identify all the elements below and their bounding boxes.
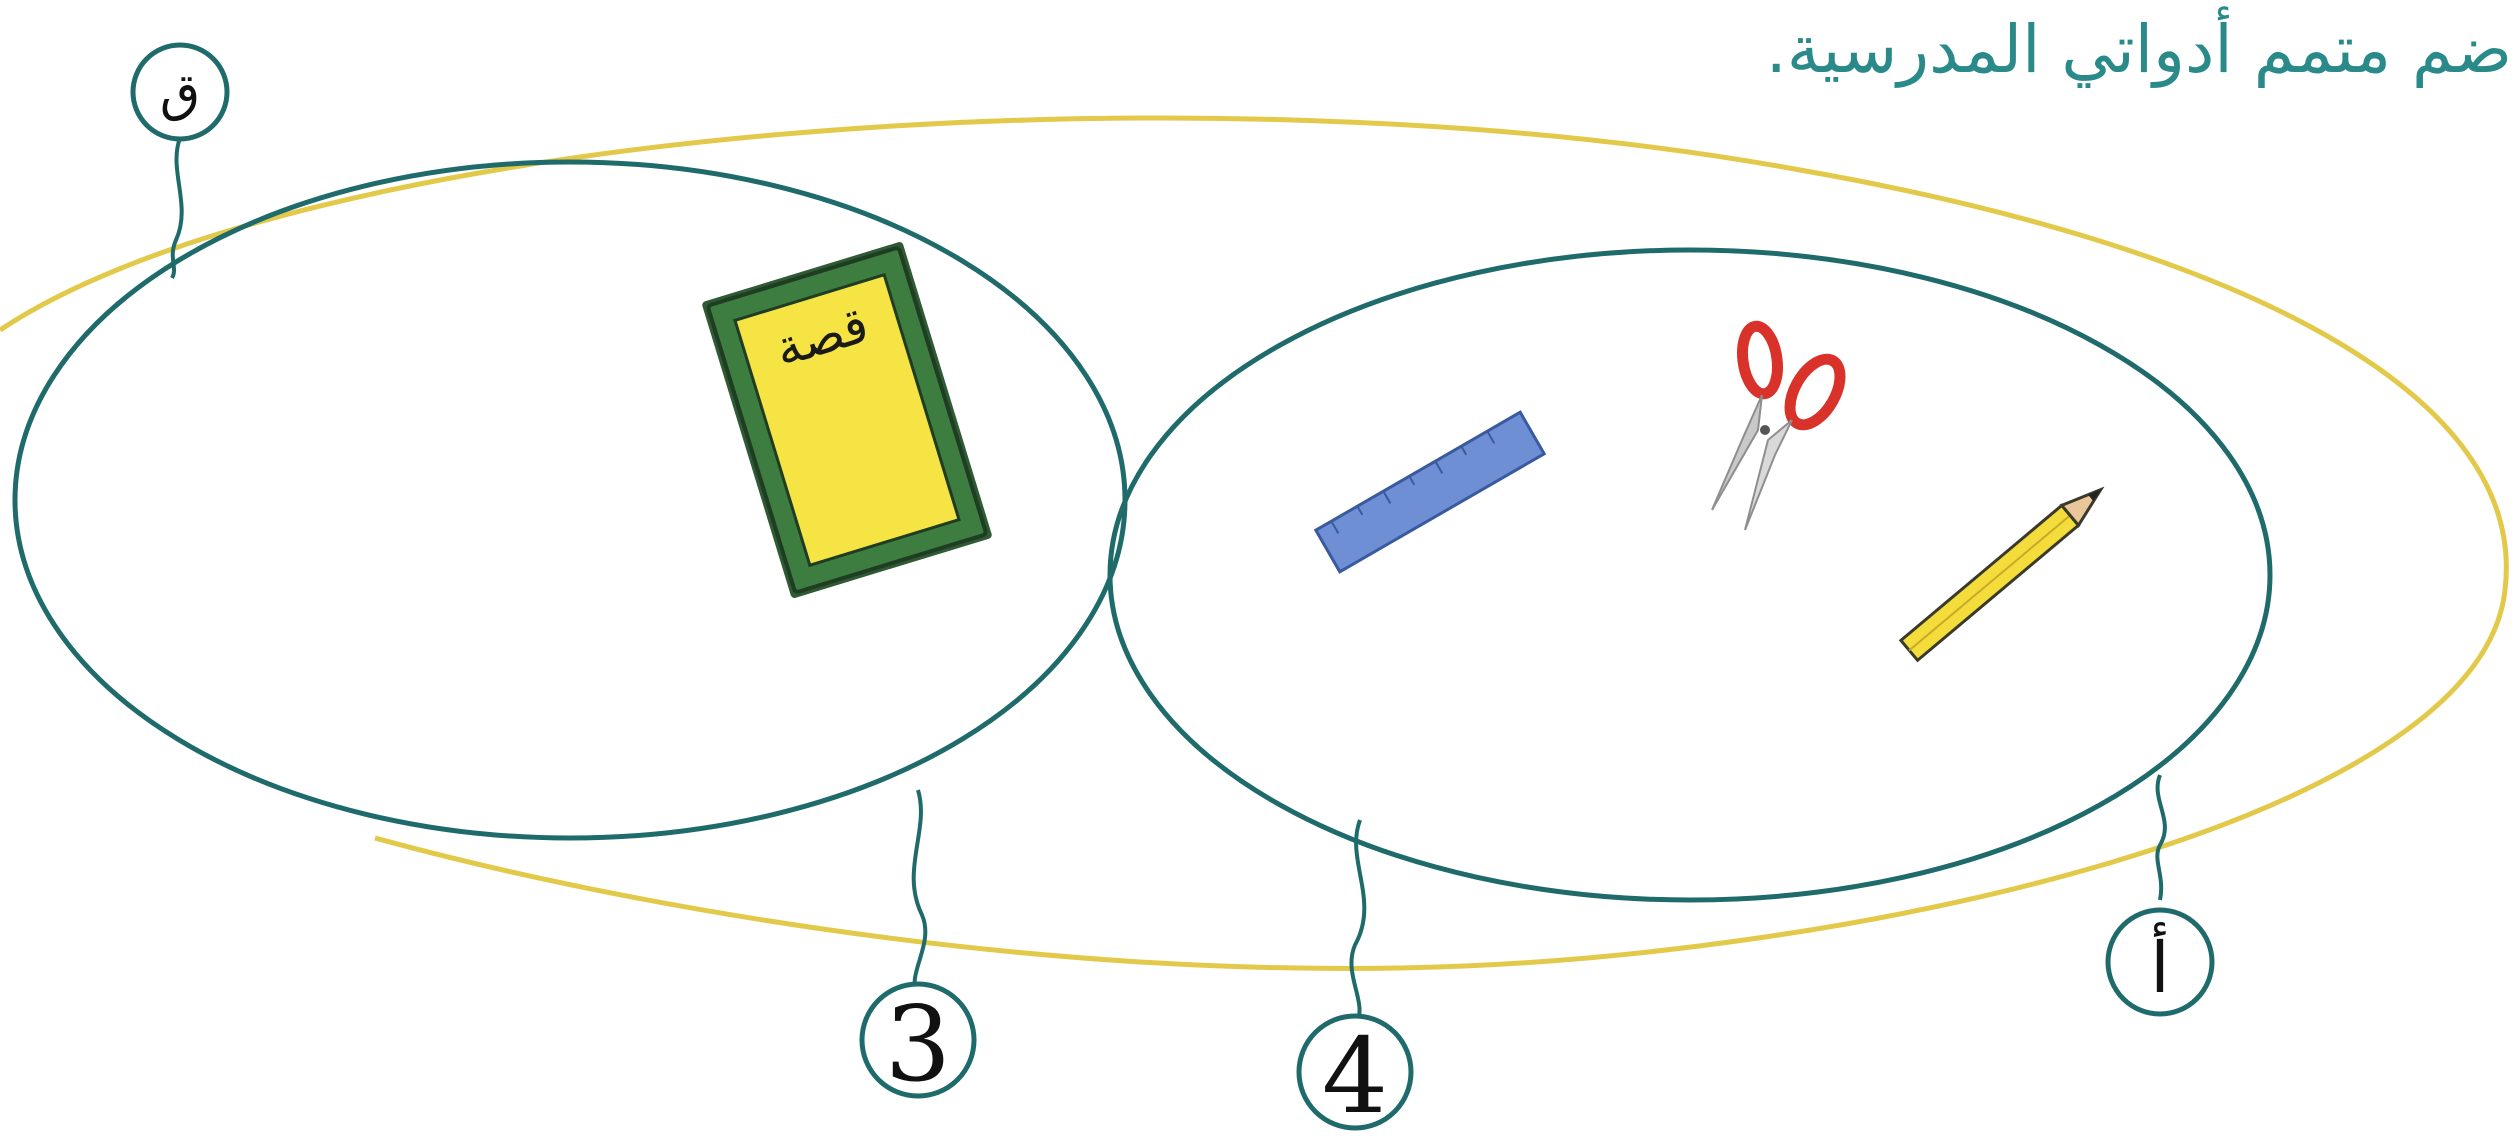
universe-label: ق	[130, 42, 230, 280]
region-3-label: 3	[859, 789, 977, 1105]
universe-outline	[0, 115, 2509, 971]
pencil-icon	[1898, 486, 2105, 663]
region-4-label: 4	[1296, 819, 1414, 1136]
set-a-outline	[1107, 247, 2273, 903]
set-a-label-text: أ	[2150, 922, 2169, 1009]
exercise-instruction: ضم متمم أدواتي المدرسية.	[1765, 11, 2512, 88]
book-icon: قصة	[702, 242, 992, 598]
universe-label-text: ق	[160, 63, 200, 123]
region-4-label-text: 4	[1322, 1015, 1388, 1136]
ruler-icon	[1313, 410, 1547, 574]
set-a-label: أ	[2105, 774, 2215, 1017]
region-3-label-text: 3	[885, 983, 951, 1105]
scissors-icon	[1711, 320, 1846, 531]
